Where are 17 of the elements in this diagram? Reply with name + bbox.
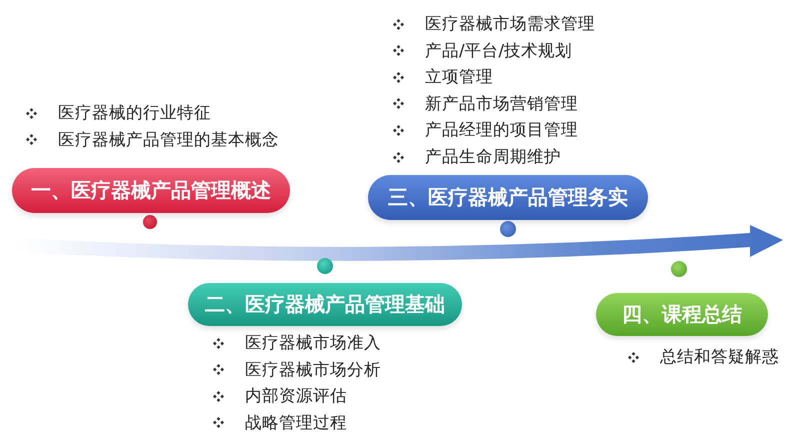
topic-text: 内部资源评估 <box>245 386 347 406</box>
stage-banner: 二、医疗器械产品管理基础 <box>188 283 462 326</box>
topic-text: 新产品市场营销管理 <box>425 94 578 114</box>
topic-text: 医疗器械市场准入 <box>245 333 381 353</box>
topic-text: 医疗器械的行业特征 <box>58 103 211 123</box>
topic-text: 医疗器械市场分析 <box>245 360 381 380</box>
stage-banner: 四、课程总结 <box>596 293 768 336</box>
topic-text: 总结和答疑解惑 <box>660 347 779 367</box>
topic-text: 产品生命周期维护 <box>425 147 561 167</box>
topic-text: 立项管理 <box>425 67 493 88</box>
topic-text: 战略管理过程 <box>245 412 347 433</box>
stage-banner: 一、医疗器械产品管理概述 <box>12 168 290 213</box>
topic-text: 产品/平台/技术规划 <box>425 40 572 61</box>
topic-text: 医疗器械产品管理的基本概念 <box>58 130 279 150</box>
topic-text: 产品经理的项目管理 <box>425 120 578 140</box>
stage-banner: 三、医疗器械产品管理务实 <box>368 175 648 220</box>
topic-text: 医疗器械市场需求管理 <box>425 14 595 34</box>
